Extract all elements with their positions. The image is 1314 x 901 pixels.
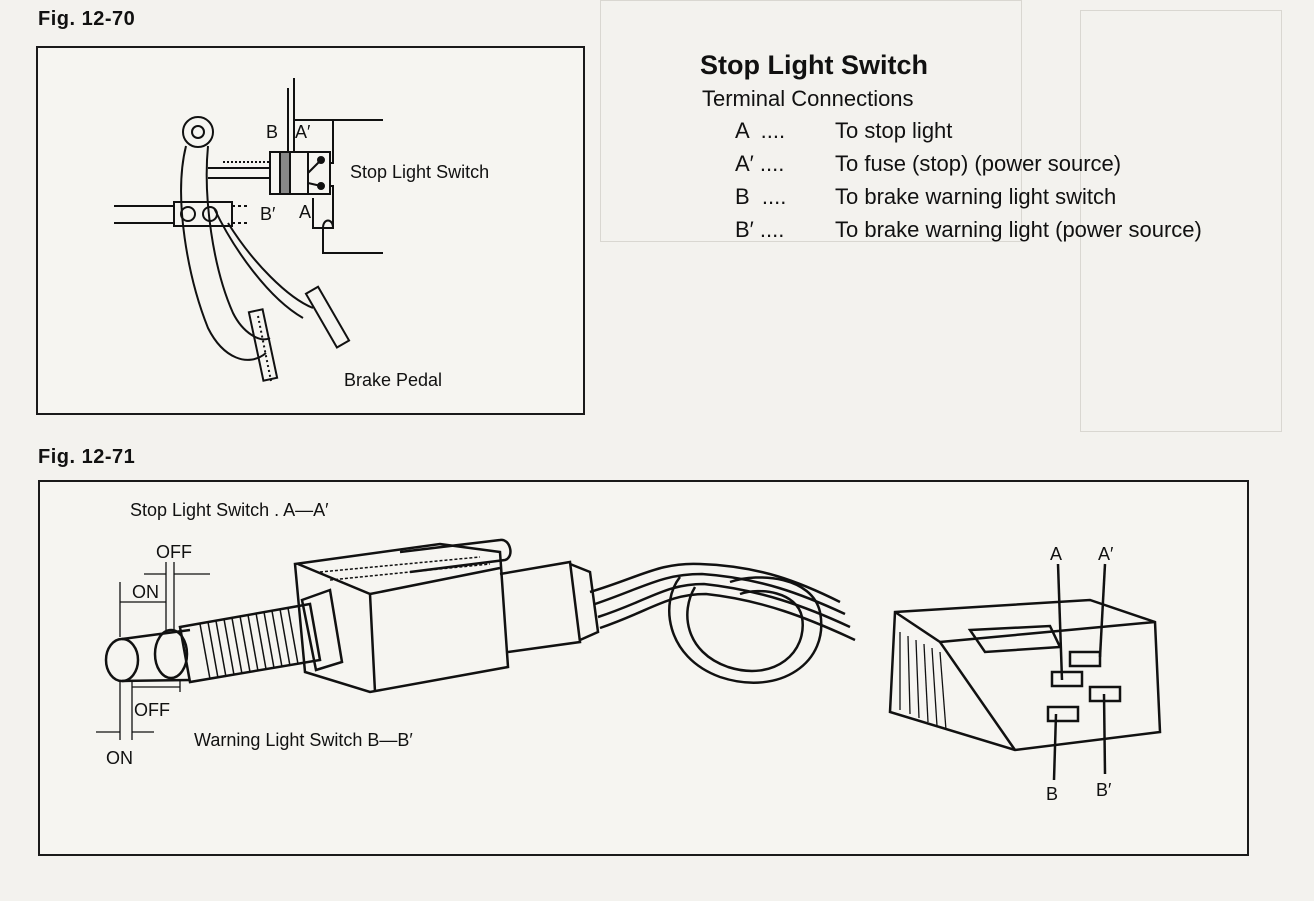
on-label-bottom: ON [106, 748, 133, 768]
terminal-title: Stop Light Switch [700, 50, 928, 80]
connector-housing [888, 598, 1162, 752]
terminal-subtitle: Terminal Connections [702, 86, 914, 111]
figure-label: Fig. 12-70 [38, 8, 136, 30]
threaded-shaft [178, 602, 322, 684]
background-bleed [1080, 10, 1282, 432]
terminal-row: A .... To stop light [735, 118, 953, 143]
off-label-bottom: OFF [134, 700, 170, 720]
switch-connector-drawing: Stop Light Switch . A—A′ OFF ON OFF ON W… [96, 500, 1162, 804]
terminal-row: B .... To brake warning light switch [735, 184, 1117, 209]
wire-loop [668, 576, 823, 684]
stop-light-switch-label: Stop Light Switch [350, 162, 489, 182]
on-label-top: ON [132, 582, 159, 602]
terminal-a-prime-label: A′ [295, 122, 311, 142]
pin-b-label: B [1046, 784, 1058, 804]
stop-light-switch-body [269, 151, 331, 195]
terminal-b-prime-label: B′ [260, 204, 276, 224]
terminal-pin-b [1046, 705, 1080, 723]
pin-b-prime-label: B′ [1096, 780, 1112, 800]
plunger-tip-off [104, 637, 140, 683]
pedal-arm [180, 145, 267, 361]
terminal-b-label: B [266, 122, 278, 142]
brake-pedal-pad [247, 308, 279, 382]
terminal-a-label: A [299, 202, 311, 222]
terminal-row: A′ .... To fuse (stop) (power source) [735, 151, 1122, 176]
clutch-pedal-pad [304, 285, 351, 349]
figure-12-70-diagram: B A′ B′ A Stop Light Switch Brake Pedal [36, 46, 585, 415]
stop-light-switch-caption: Stop Light Switch . A—A′ [130, 500, 329, 520]
figure-12-71-diagram: Stop Light Switch . A—A′ OFF ON OFF ON W… [38, 480, 1249, 856]
terminal-pin-a [1050, 670, 1084, 688]
brake-pedal-label: Brake Pedal [344, 370, 442, 390]
terminal-row: B′ .... To brake warning light (power so… [735, 217, 1202, 242]
pin-a-prime-label: A′ [1098, 544, 1114, 564]
figure-label: Fig. 12-71 [38, 446, 136, 468]
terminal-list: A .... To stop light A′ .... To fuse (st… [735, 118, 1202, 250]
switch-housing [293, 542, 510, 694]
pedal-switch-drawing: B A′ B′ A Stop Light Switch Brake Pedal [114, 78, 489, 390]
background-bleed [600, 0, 1022, 242]
pin-a-label: A [1050, 544, 1062, 564]
terminal-pin-a-prime [1068, 650, 1102, 668]
plunger-tip-on [153, 628, 189, 680]
warning-light-switch-caption: Warning Light Switch B—B′ [194, 730, 413, 750]
lock-nut [300, 588, 344, 672]
pedal-pivot [182, 116, 214, 148]
off-label-top: OFF [156, 542, 192, 562]
